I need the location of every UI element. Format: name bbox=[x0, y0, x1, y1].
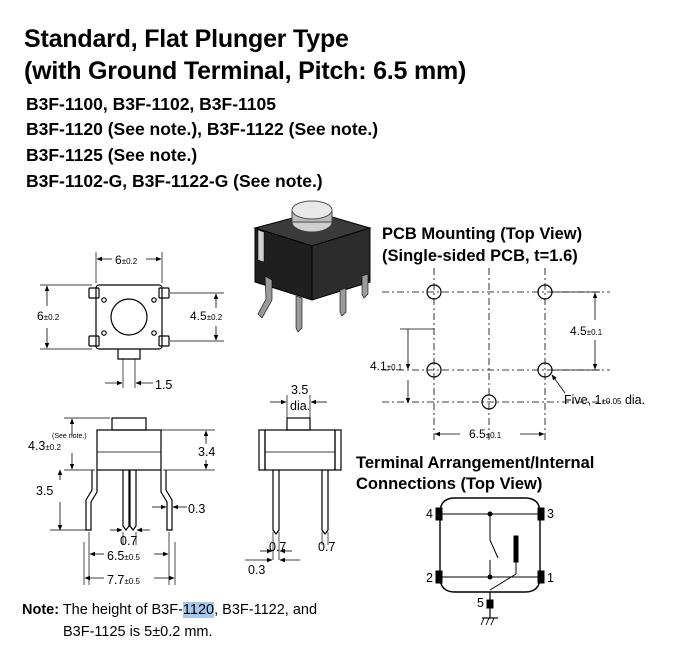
switch-product-illustration bbox=[253, 200, 372, 333]
side-dim-dia: dia. bbox=[290, 399, 310, 413]
pcb-dim-6-5: 6.5±0.1 bbox=[469, 427, 502, 441]
pcb-mounting-drawing bbox=[382, 268, 610, 440]
terminal-title-line1: Terminal Arrangement/Internal bbox=[356, 454, 595, 472]
dim-height: 4.3±0.2 bbox=[28, 439, 61, 453]
pin-3-label: 3 bbox=[547, 507, 554, 521]
dim-3-4: 3.4 bbox=[198, 445, 215, 459]
dim-top-width: 6±0.2 bbox=[115, 253, 138, 267]
footnote-line1: Note: The height of B3F-1120, B3F-1122, … bbox=[22, 602, 318, 618]
pcb-dim-4-5: 4.5±0.1 bbox=[570, 324, 603, 338]
dim-3-5: 3.5 bbox=[36, 484, 53, 498]
side-view-drawing bbox=[245, 395, 342, 563]
pcb-title-line1: PCB Mounting (Top View) bbox=[382, 225, 583, 243]
page-title-line2: (with Ground Terminal, Pitch: 6.5 mm) bbox=[24, 57, 467, 85]
pcb-hole-label: Five, 1±0.05 dia. bbox=[564, 393, 645, 407]
pcb-title-line2: (Single-sided PCB, t=1.6) bbox=[382, 247, 578, 265]
dim-pitch: 6.5±0.5 bbox=[107, 549, 140, 563]
model-list-line4: B3F-1102-G, B3F-1122-G (See note.) bbox=[26, 171, 323, 191]
model-list-line2: B3F-1120 (See note.), B3F-1122 (See note… bbox=[26, 119, 379, 139]
dim-0-7: 0.7 bbox=[120, 534, 137, 548]
terminal-title-line2: Connections (Top View) bbox=[356, 475, 543, 493]
page-title-line1: Standard, Flat Plunger Type bbox=[24, 25, 349, 53]
pin-2-label: 2 bbox=[426, 571, 433, 585]
terminal-arrangement-drawing bbox=[435, 497, 545, 626]
side-dim-0-3: 0.3 bbox=[248, 563, 265, 577]
highlighted-text: 1120 bbox=[182, 602, 215, 618]
pcb-dim-4-1: 4.1±0.1 bbox=[370, 359, 403, 373]
side-dim-0-7a: 0.7 bbox=[269, 540, 286, 554]
note-label: Note: bbox=[22, 602, 60, 618]
see-note-label: (See note.) bbox=[52, 433, 87, 440]
dim-terminal-width: 1.5 bbox=[155, 378, 172, 392]
dim-left-height: 6±0.2 bbox=[37, 309, 60, 323]
footnote-line2: B3F-1125 is 5±0.2 mm. bbox=[63, 624, 213, 640]
pin-1-label: 1 bbox=[547, 571, 554, 585]
top-view-drawing bbox=[40, 252, 224, 388]
side-dim-0-7b: 0.7 bbox=[318, 540, 335, 554]
dim-0-3: 0.3 bbox=[188, 502, 205, 516]
dim-right-height: 4.5±0.2 bbox=[190, 309, 223, 323]
front-view-drawing bbox=[50, 417, 215, 585]
model-list-line3: B3F-1125 (See note.) bbox=[26, 145, 198, 165]
dim-overall: 7.7±0.5 bbox=[107, 573, 140, 587]
model-list-line1: B3F-1100, B3F-1102, B3F-1105 bbox=[26, 94, 277, 114]
side-dim-3-5: 3.5 bbox=[291, 383, 308, 397]
pin-5-label: 5 bbox=[477, 596, 484, 610]
pin-4-label: 4 bbox=[426, 507, 433, 521]
